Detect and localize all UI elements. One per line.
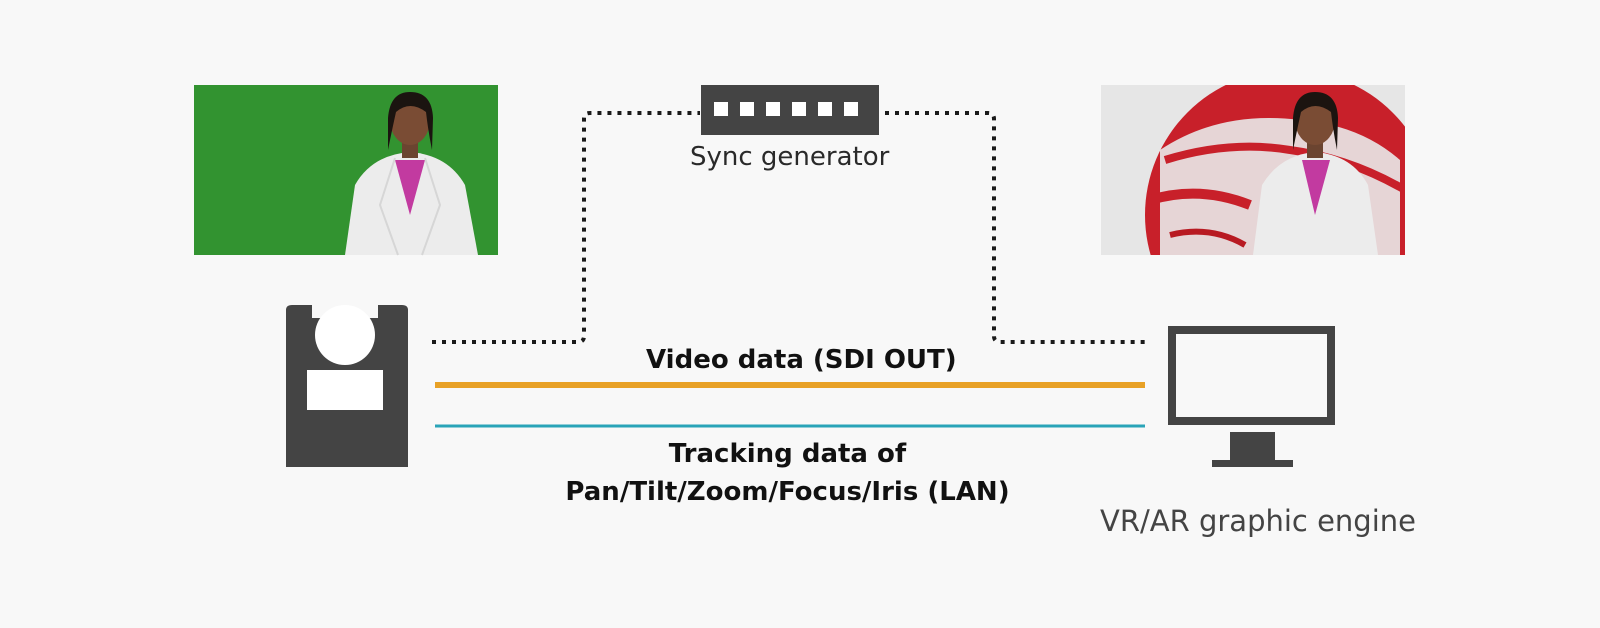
sync-generator-label: Sync generator	[690, 142, 890, 172]
sync-generator-icon	[701, 85, 879, 135]
composite-output-image	[1101, 85, 1405, 255]
presenter-figure-composite	[1253, 92, 1378, 255]
monitor-icon	[1168, 326, 1335, 467]
sync-link-engine	[885, 111, 1145, 344]
video-data-label: Video data (SDI OUT)	[646, 345, 957, 375]
camera-icon	[286, 305, 408, 467]
sync-link-camera	[432, 111, 700, 344]
presenter-figure	[345, 92, 478, 256]
engine-label: VR/AR graphic engine	[1100, 504, 1416, 538]
tracking-data-label: Tracking data of Pan/Tilt/Zoom/Focus/Iri…	[565, 439, 1010, 507]
green-screen-image	[194, 85, 498, 256]
